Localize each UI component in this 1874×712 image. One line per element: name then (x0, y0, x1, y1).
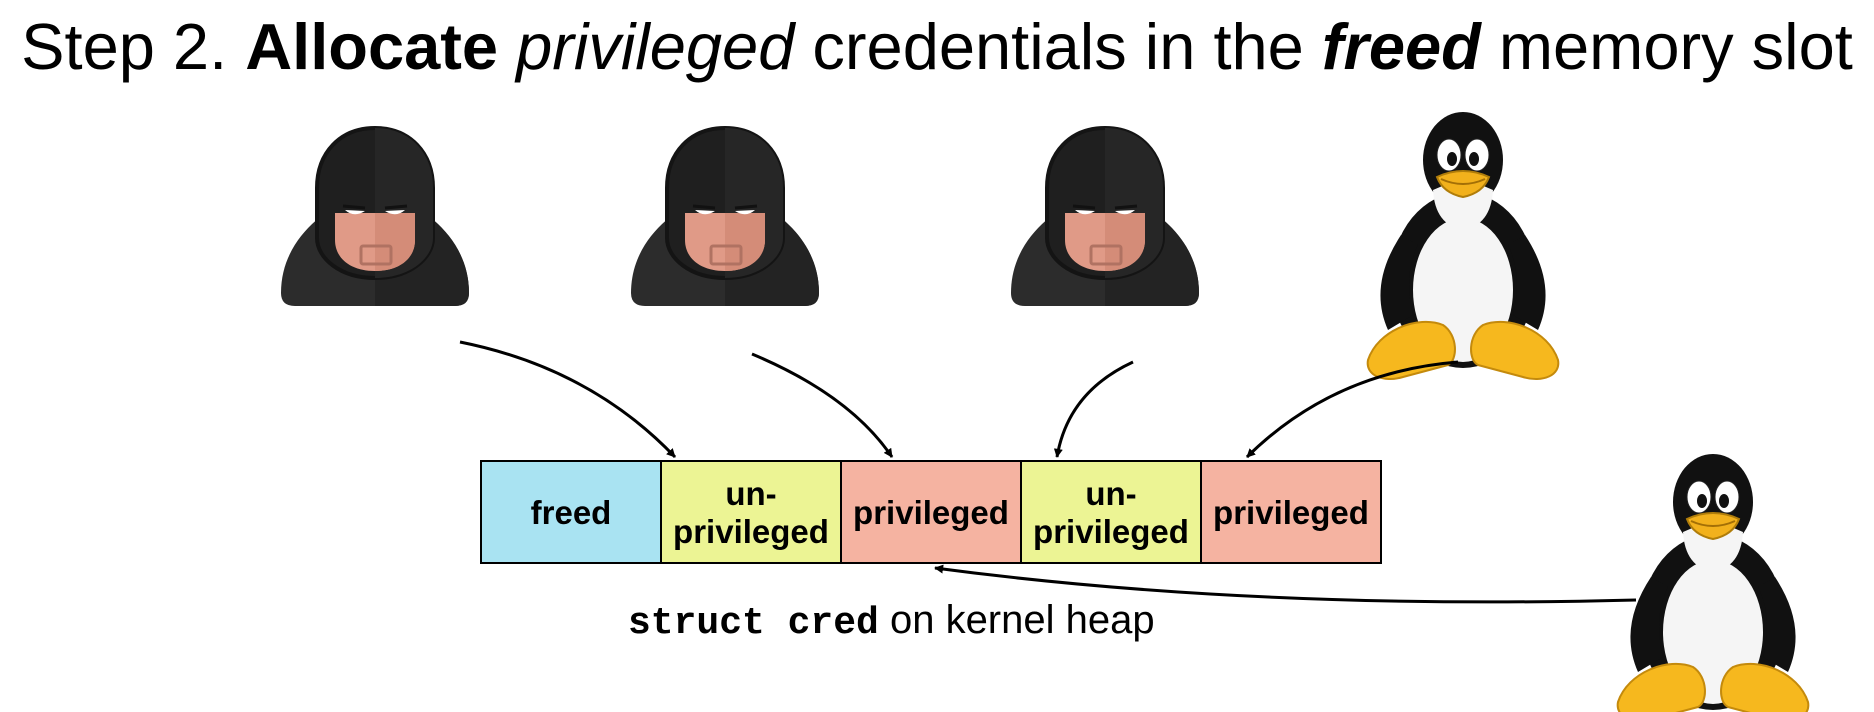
arrow-attacker3-to-slot (1053, 360, 1134, 458)
heap-slot-label-1-1: freed (531, 494, 612, 531)
heap-slot-label-2-2: privileged (673, 513, 829, 550)
arrow-attacker1-to-slot (459, 340, 677, 459)
caption-kernel-heap: on kernel heap (878, 598, 1155, 642)
heap-slot-privileged-5 (1200, 460, 1382, 564)
arrow-attacker2-to-slot (751, 352, 894, 458)
heap-slot-label-4-1: un- (1085, 475, 1136, 512)
heap-slot-label-4-2: privileged (1033, 513, 1189, 550)
title-freed: freed (1321, 10, 1481, 83)
heap-slot-unprivileged-4 (1020, 460, 1202, 564)
heap-slot-label-5-1: privileged (1213, 494, 1369, 531)
attacker-icon-1 (279, 126, 471, 308)
arrow-tux-to-privileged-slot (1245, 360, 1459, 459)
arrow-tux-bottom-to-slot (934, 564, 1637, 604)
attacker-icon-3 (1009, 126, 1201, 308)
heap-slot-privileged-3 (840, 460, 1022, 564)
title-privileged: privileged (516, 10, 795, 83)
title-memory-slot: memory slot (1498, 10, 1853, 83)
title-credentials: credentials in the (812, 10, 1304, 83)
tux-penguin-icon-bottom (1616, 453, 1810, 712)
heap-slots: freedun-privilegedprivilegedun-privilege… (480, 460, 1382, 564)
page-title: Step 2. Allocate privileged credentials … (0, 8, 1874, 86)
title-allocate: Allocate (245, 10, 499, 83)
heap-caption: struct cred on kernel heap (628, 598, 1155, 645)
heap-slot-label-2-1: un- (725, 475, 776, 512)
caption-struct-cred: struct cred (628, 602, 879, 645)
title-step: Step 2. (21, 10, 228, 83)
heap-slot-label-3-1: privileged (853, 494, 1009, 531)
attacker-icon-2 (629, 126, 821, 308)
tux-penguin-icon-top (1366, 111, 1560, 381)
heap-slot-freed-1 (480, 460, 662, 564)
